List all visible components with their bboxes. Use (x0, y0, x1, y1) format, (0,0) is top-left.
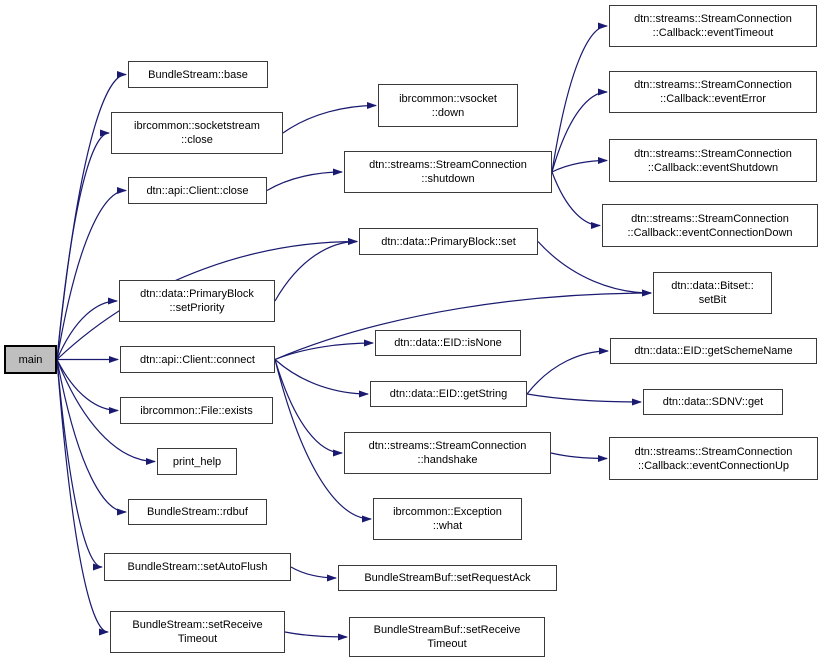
edge-client-connect-to-sc-handshake (274, 359, 343, 457)
node-bitset-setBit[interactable]: dtn::data::Bitset:: setBit (653, 272, 772, 314)
node-label: dtn::streams::StreamConnection ::Callbac… (634, 13, 792, 39)
node-main: main (4, 345, 57, 374)
edge-main-to-file-exists (56, 359, 119, 414)
node-ex-what[interactable]: ibrcommon::Exception ::what (373, 498, 522, 540)
node-label: print_help (172, 455, 222, 468)
edge-main-to-client-close (56, 187, 127, 360)
node-label: dtn::streams::StreamConnection ::Callbac… (634, 147, 792, 174)
node-label: dtn::data::EID::isNone (394, 337, 502, 349)
node-label: BundleStreamBuf::setRequestAck (364, 572, 531, 584)
node-bsb-setRequestAck[interactable]: BundleStreamBuf::setRequestAck (338, 565, 557, 591)
edge-main-to-bs-rdbuf (56, 359, 127, 516)
node-label: dtn::streams::StreamConnection ::shutdow… (369, 159, 527, 185)
node-label: dtn::api::Client::close (146, 184, 249, 197)
node-sdnv-get[interactable]: dtn::data::SDNV::get (643, 389, 783, 415)
node-label: dtn::data::PrimaryBlock ::setPriority (140, 288, 254, 314)
edge-main-to-pb-setPriority (56, 297, 118, 360)
node-pb-set[interactable]: dtn::data::PrimaryBlock::set (359, 228, 538, 255)
node-client-connect[interactable]: dtn::api::Client::connect (120, 346, 275, 373)
node-label: dtn::data::Bitset:: setBit (671, 280, 754, 306)
edge-pb-set-to-bitset-setBit (537, 241, 652, 297)
node-label: dtn::api::Client::connect (140, 353, 255, 366)
node-eid-getSchemeName[interactable]: dtn::data::EID::getSchemeName (610, 338, 817, 364)
node-bsb-setReceiveTimeout[interactable]: BundleStreamBuf::setReceive Timeout (349, 617, 545, 657)
node-sc-handshake[interactable]: dtn::streams::StreamConnection ::handsha… (344, 432, 551, 474)
node-bs-rdbuf[interactable]: BundleStream::rdbuf (128, 499, 267, 525)
node-print-help[interactable]: print_help (157, 448, 237, 475)
node-label: BundleStream::setAutoFlush (127, 561, 268, 573)
node-eid-isNone[interactable]: dtn::data::EID::isNone (375, 330, 521, 356)
node-cb-eventShutdown[interactable]: dtn::streams::StreamConnection ::Callbac… (609, 139, 817, 182)
edge-sc-shutdown-to-cb-eventShutdown (551, 157, 608, 173)
edge-sc-shutdown-to-cb-eventConnectionDown (551, 171, 601, 229)
node-label: dtn::streams::StreamConnection ::handsha… (368, 440, 527, 466)
node-label: dtn::data::SDNV::get (662, 396, 764, 408)
node-sc-shutdown[interactable]: dtn::streams::StreamConnection ::shutdow… (344, 151, 552, 193)
node-eid-getString[interactable]: dtn::data::EID::getString (370, 381, 527, 407)
node-cb-eventConnectionUp[interactable]: dtn::streams::StreamConnection ::Callbac… (609, 437, 818, 480)
node-label: BundleStream::setReceive Timeout (132, 619, 263, 645)
node-ss-close[interactable]: ibrcommon::socketstream ::close (111, 112, 283, 154)
node-client-close[interactable]: dtn::api::Client::close (128, 177, 267, 204)
node-label: dtn::data::EID::getString (389, 388, 508, 400)
edge-main-to-print-help (56, 359, 156, 465)
edge-pb-setPriority-to-pb-set (274, 238, 358, 302)
node-label: BundleStreamBuf::setReceive Timeout (373, 624, 521, 650)
node-label: dtn::streams::StreamConnection ::Callbac… (634, 445, 793, 472)
edge-main-to-bs-setAutoFlush (56, 359, 103, 571)
node-label: ibrcommon::File::exists (140, 404, 253, 417)
edge-client-connect-to-eid-getString (274, 359, 369, 398)
edge-bs-setAutoFlush-to-bsb-setRequestAck (290, 566, 337, 582)
edge-main-to-pb-set (56, 238, 358, 360)
node-label: dtn::data::PrimaryBlock::set (381, 235, 516, 248)
node-cb-eventConnectionDown[interactable]: dtn::streams::StreamConnection ::Callbac… (602, 204, 818, 247)
edge-client-close-to-sc-shutdown (266, 168, 343, 192)
node-bs-setReceiveTimeout[interactable]: BundleStream::setReceive Timeout (110, 611, 285, 653)
edge-client-connect-to-bitset-setBit (274, 289, 652, 361)
node-label: dtn::streams::StreamConnection ::Callbac… (634, 79, 792, 105)
node-label: ibrcommon::socketstream ::close (134, 120, 260, 146)
edge-main-to-bs-setReceiveTimeout (56, 359, 109, 636)
node-pb-setPriority[interactable]: dtn::data::PrimaryBlock ::setPriority (119, 280, 275, 322)
edge-main-to-ss-close (56, 129, 110, 360)
node-label: ibrcommon::Exception ::what (393, 506, 502, 532)
edge-eid-getString-to-eid-getSchemeName (526, 347, 609, 395)
node-label: dtn::streams::StreamConnection ::Callbac… (627, 212, 793, 239)
edge-sc-shutdown-to-cb-eventError (551, 88, 608, 173)
node-label: BundleStream::base (148, 68, 248, 81)
node-label: ibrcommon::vsocket ::down (399, 92, 497, 119)
node-file-exists[interactable]: ibrcommon::File::exists (120, 397, 273, 424)
edge-sc-shutdown-to-cb-eventTimeout (551, 22, 608, 173)
node-bs-base[interactable]: BundleStream::base (128, 61, 268, 88)
node-cb-eventTimeout[interactable]: dtn::streams::StreamConnection ::Callbac… (609, 5, 817, 47)
edge-client-connect-to-eid-isNone (274, 339, 374, 361)
node-vs-down[interactable]: ibrcommon::vsocket ::down (378, 84, 518, 127)
node-label: dtn::data::EID::getSchemeName (634, 345, 793, 357)
edge-client-connect-to-ex-what (274, 359, 372, 523)
node-bs-setAutoFlush[interactable]: BundleStream::setAutoFlush (104, 553, 291, 581)
edge-eid-getString-to-sdnv-get (526, 393, 642, 406)
edge-bs-setReceiveTimeout-to-bsb-setReceiveTimeout (284, 631, 348, 641)
node-cb-eventError[interactable]: dtn::streams::StreamConnection ::Callbac… (609, 71, 817, 113)
node-label: main (18, 353, 43, 366)
edge-sc-handshake-to-cb-eventConnectionUp (550, 452, 608, 462)
edge-ss-close-to-vs-down (282, 102, 377, 134)
node-label: BundleStream::rdbuf (147, 506, 248, 518)
